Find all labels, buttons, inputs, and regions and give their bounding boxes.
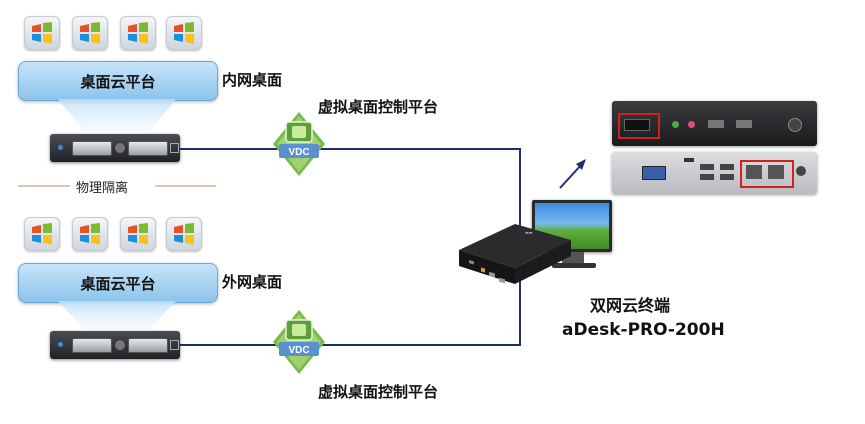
- windows-icon: [166, 217, 202, 251]
- terminal-model: aDesk-PRO-200H: [562, 320, 725, 340]
- pointer-arrow-head: [576, 159, 586, 170]
- desktop-cloud-platform-box: 桌面云平台: [18, 61, 218, 101]
- windows-icon: [24, 16, 60, 50]
- pointer-arrow-line: [559, 163, 583, 189]
- vdc-text: VDC: [288, 345, 309, 356]
- terminal-name: 双网云终端: [590, 296, 671, 315]
- device-rear-photo: [612, 152, 817, 194]
- windows-icon: [120, 217, 156, 251]
- vdc-icon: VDC: [273, 310, 325, 374]
- cloud-terminal-device: ▬▬: [459, 224, 571, 284]
- device-front-photo: [612, 101, 817, 146]
- vdc-icon: VDC: [273, 112, 325, 176]
- monitor-base: [552, 263, 596, 268]
- windows-icon: [120, 16, 156, 50]
- server-icon: [50, 134, 180, 162]
- windows-icon: [24, 217, 60, 251]
- projection-cone: [58, 301, 176, 329]
- projection-cone: [58, 99, 176, 131]
- physical-isolation-label: 物理隔离: [76, 181, 129, 196]
- platform-label: 桌面云平台: [80, 72, 156, 91]
- server-icon: [50, 331, 180, 359]
- vdi-control-platform-label: 虚拟桌面控制平台: [318, 383, 439, 401]
- vdc-text: VDC: [288, 147, 309, 158]
- windows-icon: [72, 16, 108, 50]
- windows-icon: [72, 217, 108, 251]
- desktop-cloud-platform-box: 桌面云平台: [18, 263, 218, 303]
- intranet-desktop-label: 内网桌面: [222, 71, 283, 89]
- svg-text:▬▬: ▬▬: [525, 230, 533, 235]
- windows-icon: [166, 16, 202, 50]
- vdi-control-platform-label: 虚拟桌面控制平台: [318, 98, 439, 116]
- platform-label: 桌面云平台: [80, 274, 156, 293]
- extranet-desktop-label: 外网桌面: [222, 273, 283, 291]
